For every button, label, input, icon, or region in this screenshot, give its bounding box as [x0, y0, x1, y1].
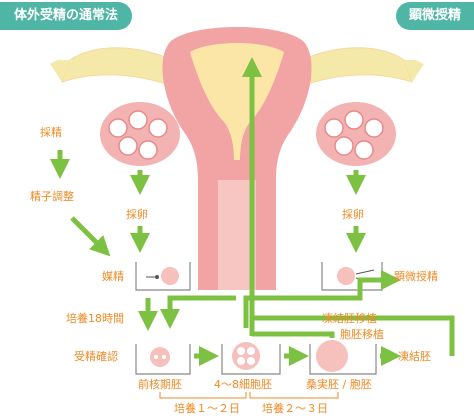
culture-brackets — [159, 392, 339, 399]
dish-pronuclear — [135, 344, 191, 375]
label-egg-retrieval-left: 採卵 — [126, 208, 148, 221]
label-culture-days-2-3: 培養２〜３日 — [262, 402, 328, 415]
label-sperm-preparation: 精子調整 — [30, 190, 74, 203]
label-egg-retrieval-right: 採卵 — [342, 208, 364, 221]
label-sperm-collection: 採精 — [40, 126, 62, 139]
uterus — [162, 27, 312, 290]
right-ovary — [316, 102, 396, 166]
dish-icsi — [321, 262, 383, 291]
dish-cleavage — [221, 342, 281, 375]
left-ovary — [100, 102, 180, 166]
label-insemination: 媒精 — [102, 270, 124, 283]
label-fertilization-check: 受精確認 — [74, 350, 118, 363]
label-icsi: 顕微授精 — [394, 270, 438, 283]
dish-insemination — [135, 262, 191, 291]
label-culture-18h: 培養18時間 — [66, 312, 124, 325]
flow-arrows — [50, 57, 455, 366]
ivf-standard-badge: 体外受精の通常法 — [0, 2, 132, 30]
icsi-badge: 顕微授精 — [396, 2, 474, 30]
label-pronuclear-embryo: 前核期胚 — [138, 378, 182, 391]
fallopian-tubes — [50, 47, 424, 89]
label-cleavage-embryo: 4〜8細胞胚 — [214, 378, 272, 391]
label-frozen-embryo-transfer: 凍結胚移植 — [322, 312, 377, 325]
label-culture-days-1-2: 培養１〜２日 — [174, 402, 240, 415]
label-morula-blastocyst: 桑実胚 / 胞胚 — [306, 378, 372, 391]
label-frozen-embryo: 凍結胚 — [398, 350, 431, 363]
label-blastocyst-transfer: 胞胚移植 — [340, 328, 384, 341]
dish-blastocyst — [309, 340, 377, 375]
